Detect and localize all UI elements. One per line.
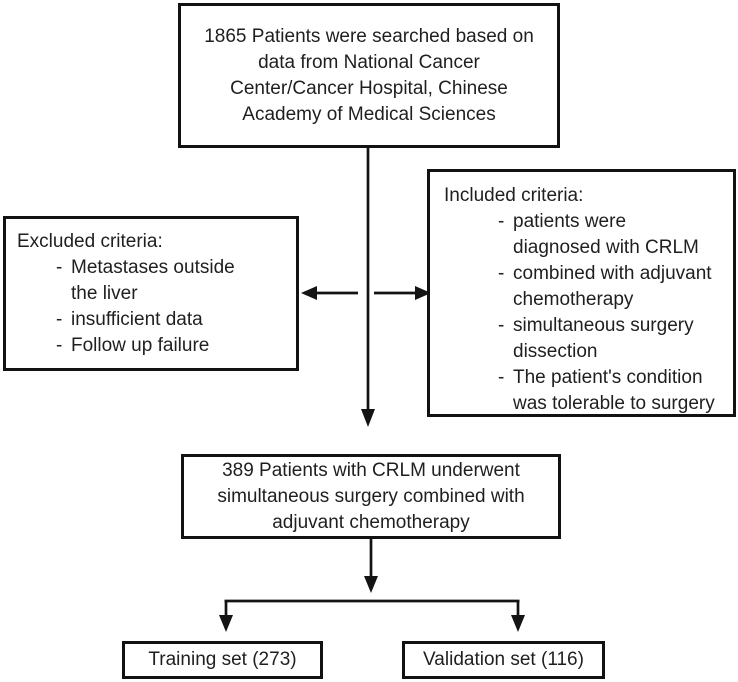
included-item-text: simultaneous surgery dissection [513, 315, 694, 362]
excluded-item: - insufficient data [56, 307, 290, 333]
arrow-source-to-cohort-head [361, 409, 375, 427]
arrow-split-to-validation-head [511, 615, 525, 632]
bullet-dash: - [56, 335, 63, 356]
box-cohort: 389 Patients with CRLM underwent simulta… [181, 454, 561, 539]
bullet-dash: - [498, 263, 505, 284]
excluded-item: - Metastases outside the liver [56, 255, 290, 307]
box-validation-set: Validation set (116) [402, 641, 605, 679]
training-set-text: Training set (273) [148, 649, 297, 670]
arrow-to-included-head [415, 286, 431, 300]
excluded-item-text: insufficient data [71, 309, 203, 330]
included-item: - The patient's condition was tolerable … [498, 365, 729, 417]
box-excluded-criteria: Excluded criteria: - Metastases outside … [3, 216, 299, 371]
included-item: - simultaneous surgery dissection [498, 313, 729, 365]
excluded-item-text: Metastases outside the liver [71, 257, 235, 304]
included-item: - combined with adjuvant chemotherapy [498, 261, 729, 313]
included-label: Included criteria: [444, 185, 584, 206]
included-item: - patients were diagnosed with CRLM [498, 209, 729, 261]
excluded-list: - Metastases outside the liver - insuffi… [56, 255, 290, 359]
bullet-dash: - [56, 309, 63, 330]
excluded-label: Excluded criteria: [17, 231, 163, 252]
bullet-dash: - [498, 367, 505, 388]
source-text: 1865 Patients were searched based on dat… [204, 25, 534, 125]
box-included-criteria: Included criteria: - patients were diagn… [427, 169, 736, 417]
bullet-dash: - [56, 257, 63, 278]
cohort-text: 389 Patients with CRLM underwent simulta… [217, 459, 525, 533]
included-list: - patients were diagnosed with CRLM - co… [498, 209, 729, 417]
included-item-text: The patient's condition was tolerable to… [513, 367, 715, 414]
included-item-text: combined with adjuvant chemotherapy [513, 263, 712, 310]
excluded-item-text: Follow up failure [71, 335, 210, 356]
arrow-cohort-down-head [364, 576, 378, 593]
box-training-set: Training set (273) [122, 641, 323, 679]
excluded-item: - Follow up failure [56, 333, 290, 359]
arrow-split-to-training-head [219, 615, 233, 632]
bullet-dash: - [498, 211, 505, 232]
bullet-dash: - [498, 315, 505, 336]
box-source: 1865 Patients were searched based on dat… [178, 3, 560, 148]
validation-set-text: Validation set (116) [423, 649, 584, 670]
included-item-text: patients were diagnosed with CRLM [513, 211, 699, 258]
arrow-to-excluded-head [301, 286, 317, 300]
